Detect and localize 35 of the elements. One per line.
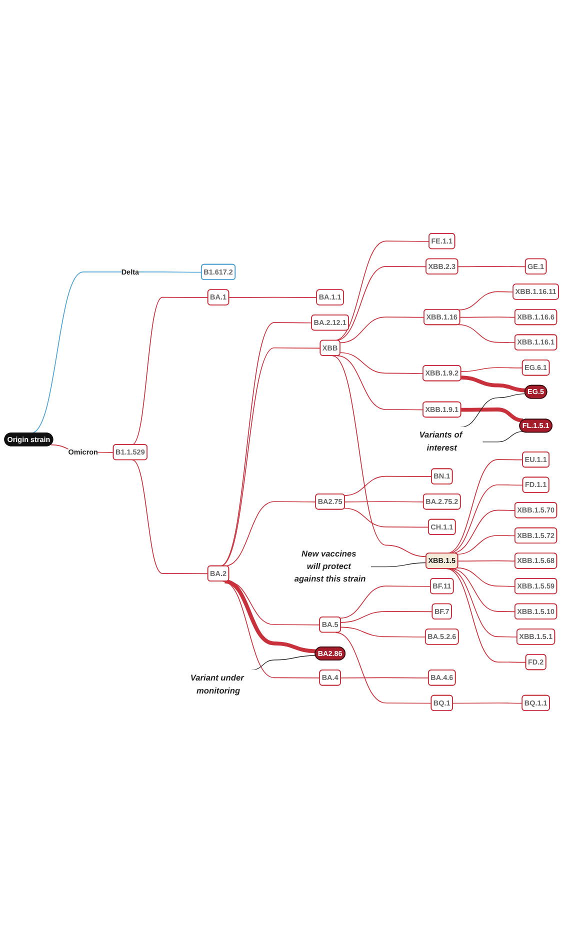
connector <box>132 460 208 575</box>
connector <box>456 568 516 588</box>
connector <box>332 356 427 558</box>
connector <box>30 272 202 434</box>
connector <box>228 297 318 298</box>
connector <box>340 352 424 374</box>
connector <box>340 317 425 344</box>
connector <box>482 432 524 443</box>
connector <box>461 408 524 423</box>
connector <box>340 678 430 679</box>
connector <box>460 376 526 393</box>
connector <box>334 241 430 342</box>
connector <box>132 297 208 446</box>
connector <box>456 536 516 556</box>
node-text: Variant under monitoring <box>190 674 244 696</box>
connector <box>344 502 424 503</box>
connector <box>340 586 432 620</box>
connector <box>460 317 516 318</box>
connector <box>344 476 432 496</box>
connector <box>344 508 430 528</box>
connector <box>336 356 424 411</box>
node-text: Variants of interest <box>419 430 462 453</box>
node-text: New vaccines will protect against this strain <box>294 550 366 584</box>
connector <box>460 394 526 428</box>
connector <box>370 562 427 568</box>
connector <box>458 266 526 268</box>
connector <box>340 611 433 624</box>
connector <box>458 292 514 311</box>
connector <box>458 324 516 344</box>
connector <box>220 348 321 567</box>
connector <box>340 627 426 638</box>
connector <box>458 560 516 562</box>
connector <box>452 703 523 704</box>
connector <box>460 368 524 372</box>
connector <box>224 580 316 654</box>
